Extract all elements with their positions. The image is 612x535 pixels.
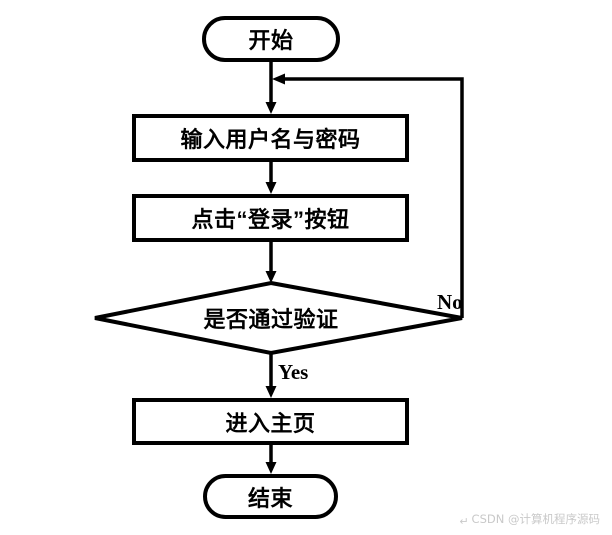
- node-verify-decision-label: 是否通过验证: [203, 307, 339, 332]
- node-click-login: 点击“登录”按钮: [132, 194, 409, 242]
- arrowhead-input-to-click: [265, 182, 277, 194]
- node-start: 开始: [202, 16, 340, 62]
- watermark-text: CSDN @计算机程序源码: [471, 512, 600, 526]
- node-input-credentials-label: 输入用户名与密码: [180, 127, 361, 152]
- node-enter-homepage: 进入主页: [132, 398, 409, 445]
- arrowhead-home-to-end: [265, 462, 277, 474]
- node-end-label: 结束: [247, 485, 293, 511]
- node-input-credentials: 输入用户名与密码: [132, 114, 409, 162]
- return-arrow-icon: ↵: [459, 514, 469, 528]
- node-end: 结束: [203, 474, 338, 519]
- decision-diamond-shape: [94, 280, 463, 356]
- edge-no-return-path: [284, 77, 464, 318]
- arrowhead-start-to-input: [265, 102, 277, 114]
- watermark: ↵ CSDN @计算机程序源码: [459, 511, 600, 528]
- node-enter-homepage-label: 进入主页: [225, 410, 316, 436]
- node-click-login-label: 点击“登录”按钮: [191, 207, 350, 232]
- edge-label-yes: Yes: [278, 360, 309, 384]
- arrowhead-verify-to-home: [265, 386, 277, 398]
- node-start-label: 开始: [248, 28, 294, 53]
- node-verify-decision: 是否通过验证: [95, 296, 447, 340]
- arrowhead-click-to-verify: [265, 271, 277, 283]
- edge-label-no: No: [437, 290, 463, 314]
- arrowhead-no-return: [272, 73, 285, 85]
